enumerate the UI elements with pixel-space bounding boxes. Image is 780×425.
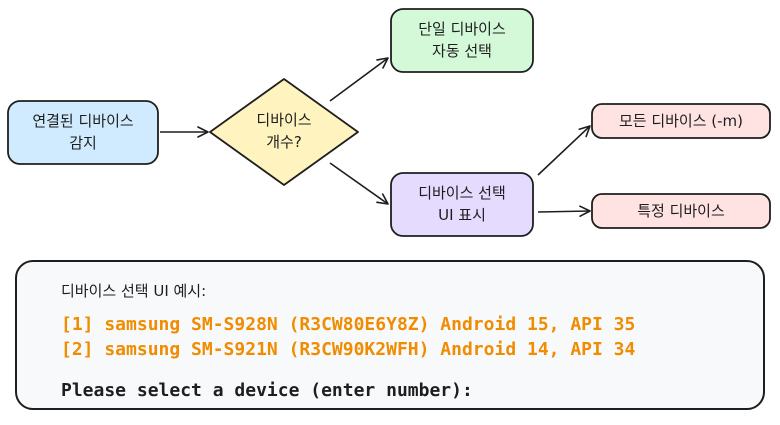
label-line: 디바이스 선택 — [418, 184, 506, 202]
label-line: 감지 — [69, 134, 97, 152]
arrow-decision-to-select — [329, 162, 389, 205]
device-option-1: [1] samsung SM-S928N (R3CW80E6Y8Z) Andro… — [61, 314, 636, 335]
node-show-selection-ui: 디바이스 선택 UI 표시 — [390, 172, 534, 237]
label-line: 단일 디바이스 — [418, 20, 506, 38]
node-select-ui-label: 디바이스 선택 UI 표시 — [418, 184, 506, 224]
node-all-devices: 모든 디바이스 (-m) — [591, 103, 771, 139]
arrow-decision-to-single — [329, 57, 389, 102]
label-line: 연결된 디바이스 — [32, 112, 134, 130]
node-specific-label: 특정 디바이스 — [637, 202, 725, 220]
terminal-heading: 디바이스 선택 UI 예시: — [61, 282, 207, 300]
label-line: 디바이스 — [256, 111, 311, 129]
label-line: 개수? — [266, 133, 302, 151]
selection-prompt: Please select a device (enter number): — [61, 380, 473, 401]
arrow-select-to-specific — [537, 205, 591, 217]
label-line: UI 표시 — [438, 206, 486, 224]
node-all-devices-label: 모든 디바이스 (-m) — [619, 112, 743, 130]
device-selection-ui-example: 디바이스 선택 UI 예시: [1] samsung SM-S928N (R3C… — [15, 260, 765, 410]
node-specific-device: 특정 디바이스 — [591, 193, 771, 229]
arrow-select-to-all — [537, 125, 591, 176]
device-option-2: [2] samsung SM-S921N (R3CW90K2WFH) Andro… — [61, 339, 636, 360]
label-line: 자동 선택 — [432, 42, 492, 60]
